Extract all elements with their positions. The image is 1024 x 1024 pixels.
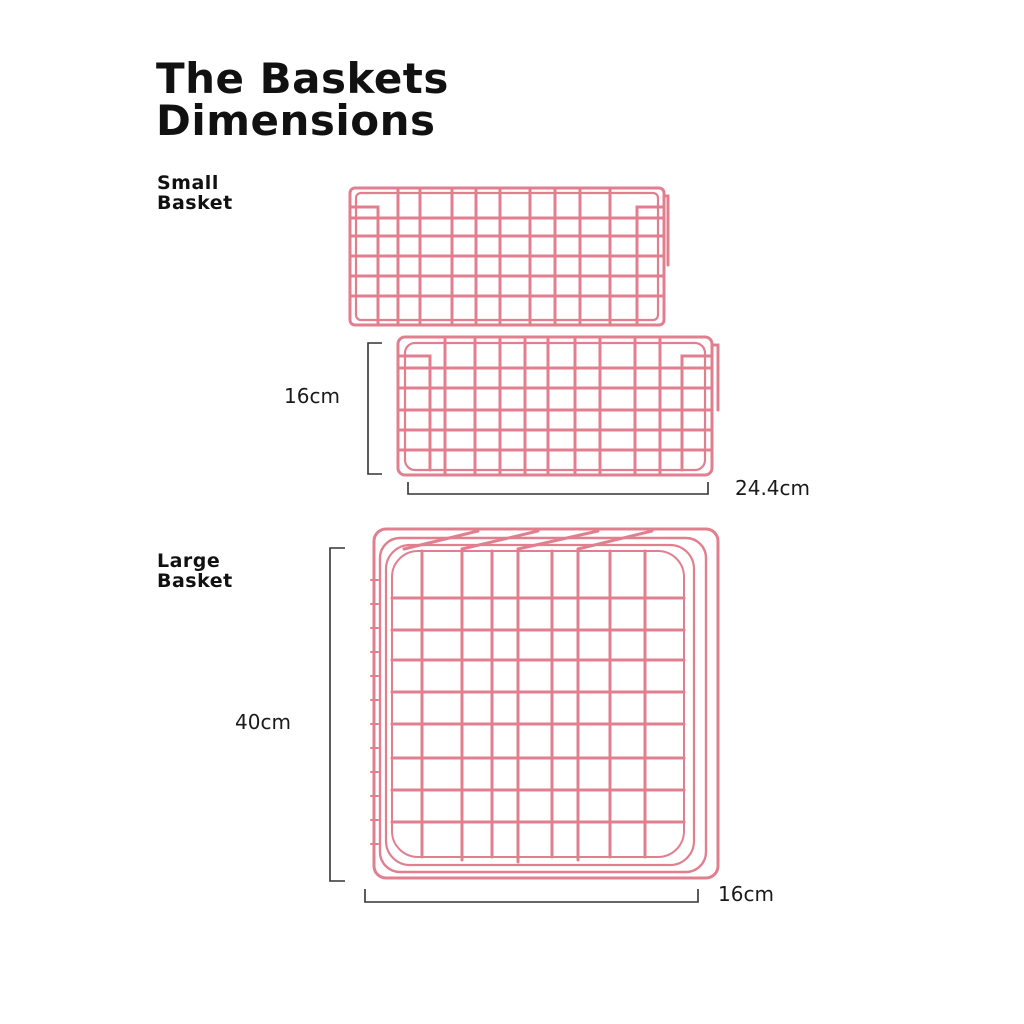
page-title: The Baskets Dimensions [156,58,449,142]
title-line-2: Dimensions [156,96,436,145]
large-basket-height-label: 40cm [235,710,291,734]
small-basket-label: Small Basket [157,173,233,213]
measurement-lines [329,342,709,903]
wire-segment [576,529,654,551]
title-line-1: The Baskets [156,54,449,103]
large-basket-width-label: 16cm [718,882,774,906]
small-basket-height-label: 16cm [284,384,340,408]
small-height-bracket [367,342,382,475]
wire-segment [516,529,600,551]
wire-segment [460,529,540,551]
small-basket-bottom-image [396,335,720,477]
wire-segment [402,529,480,551]
large-width-bracket [364,889,699,903]
large-basket-image [370,527,720,880]
small-basket-width-label: 24.4cm [735,476,811,500]
large-basket-label-line-2: Basket [157,570,233,592]
small-basket-label-line-2: Basket [157,192,233,214]
small-basket-label-line-1: Small [157,172,219,194]
large-basket-label-line-1: Large [157,550,221,572]
large-height-bracket [329,547,345,882]
small-width-bracket [407,482,709,495]
large-basket-label: Large Basket [157,551,233,591]
small-basket-top-image [348,186,670,327]
